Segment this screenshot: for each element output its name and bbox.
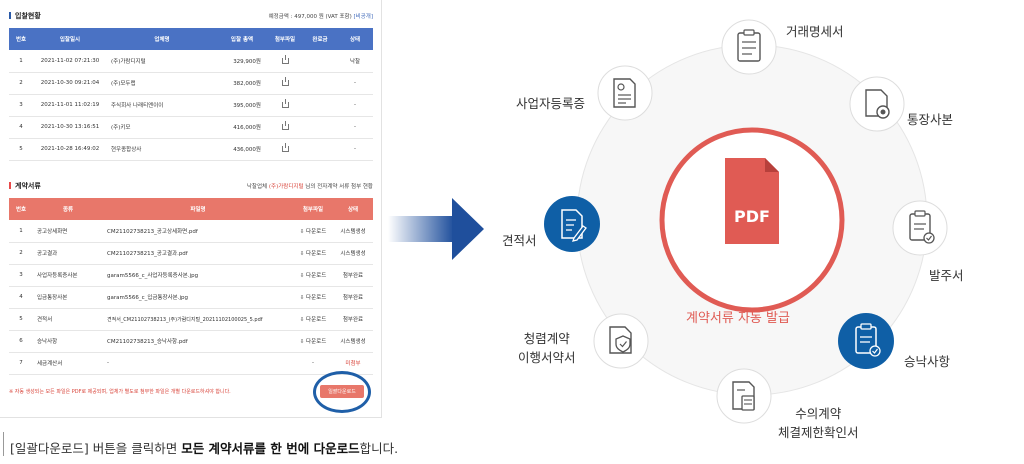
col-status: 상태 <box>333 198 373 220</box>
col-no: 번호 <box>9 198 33 220</box>
download-icon[interactable] <box>281 142 289 152</box>
svg-text:PDF: PDF <box>734 207 770 226</box>
footnote: ※ 자동 생성되는 모든 파일은 PDF로 제공되며, 업체가 별도로 첨부한 … <box>9 389 231 395</box>
table-row: 4 2021-10-30 13:16:51 (주)키모 416,000원 - <box>9 116 373 139</box>
col-no: 번호 <box>9 28 33 50</box>
download-icon[interactable] <box>281 76 289 86</box>
col-company: 업체명 <box>107 28 217 50</box>
table-row: 1 공고상세화면 CM21102738213_공고상세화면.pdf ⇩ 다운로드… <box>9 220 373 243</box>
bankbook-icon <box>849 76 905 132</box>
license-icon <box>597 65 653 121</box>
arrow-right-icon <box>388 198 484 260</box>
table-row: 6 승낙사항 CM21102738213_승낙사항.pdf ⇩ 다운로드 시스템… <box>9 330 373 353</box>
col-type: 종류 <box>33 198 103 220</box>
caption-divider <box>3 432 4 456</box>
highlight-circle <box>313 371 371 413</box>
bid-status-meta: 예정금액 : 497,000 원 (VAT 포함) [비공개] <box>268 14 373 20</box>
download-link[interactable]: ⇩ 다운로드 <box>293 220 333 243</box>
table-row: 3 사업자등록증사본 garam5566_c_사업자등록증사본.jpg ⇩ 다운… <box>9 264 373 287</box>
download-link[interactable]: ⇩ 다운로드 <box>293 264 333 287</box>
bid-status-section: 입찰현황 예정금액 : 497,000 원 (VAT 포함) [비공개] 번호 … <box>9 8 373 161</box>
node-label-approval: 승낙사항 <box>904 354 951 369</box>
shield-doc-icon <box>593 313 649 369</box>
col-status: 상태 <box>337 28 373 50</box>
table-row: 1 2021-11-02 07:21:30 (주)가람디지털 329,900원 … <box>9 50 373 73</box>
download-link[interactable]: ⇩ 다운로드 <box>293 308 333 331</box>
col-complete: 완료금 <box>303 28 337 50</box>
col-attach: 첨부파일 <box>293 198 333 220</box>
caption: [일괄다운로드] 버튼을 클릭하면 모든 계약서류를 한 번에 다운로드합니다. <box>10 441 399 456</box>
download-link[interactable]: ⇩ 다운로드 <box>293 330 333 353</box>
center-label: 계약서류 자동 발급 <box>686 311 790 326</box>
contract-docs-section: 계약서류 낙찰업체 (주)가람디지털 님의 전자계약 서류 첨부 현황 번호 종… <box>9 178 373 375</box>
table-row: 5 2021-10-28 16:49:02 현우종합상사 436,000원 - <box>9 138 373 161</box>
node-label-order: 발주서 <box>929 268 964 283</box>
download-icon[interactable]: ⇩ <box>299 273 305 279</box>
node-label-estimate: 견적서 <box>502 233 537 248</box>
node-label-statement: 거래명세서 <box>786 24 844 39</box>
download-icon[interactable]: ⇩ <box>299 295 305 301</box>
estimate-icon <box>544 196 600 252</box>
download-icon[interactable] <box>281 98 289 108</box>
pdf-icon: PDF <box>725 158 779 244</box>
screenshot-panel: 입찰현황 예정금액 : 497,000 원 (VAT 포함) [비공개] 번호 … <box>0 0 382 418</box>
table-row: 4 입금통장사본 garam5566_c_입금통장사본.jpg ⇩ 다운로드 첨… <box>9 286 373 309</box>
node-label-license: 사업자등록증 <box>516 96 586 111</box>
approval-icon <box>838 313 894 369</box>
download-icon[interactable]: ⇩ <box>299 339 305 345</box>
download-link[interactable]: ⇩ 다운로드 <box>293 286 333 309</box>
table-row: 7 세금계산서 - - 미첨부 <box>9 352 373 375</box>
calculator-doc-icon <box>716 368 772 424</box>
contract-docs-title: 계약서류 <box>9 181 41 191</box>
download-icon[interactable]: ⇩ <box>299 317 305 323</box>
col-amount: 입찰 총액 <box>217 28 267 50</box>
order-icon <box>892 200 948 256</box>
col-date: 입찰일시 <box>33 28 107 50</box>
download-icon[interactable] <box>281 54 289 64</box>
download-icon[interactable]: ⇩ <box>299 251 305 257</box>
contract-docs-meta: 낙찰업체 (주)가람디지털 님의 전자계약 서류 첨부 현황 <box>246 184 373 190</box>
download-icon[interactable] <box>281 120 289 130</box>
bid-status-title: 입찰현황 <box>9 11 41 21</box>
col-attach: 첨부파일 <box>267 28 303 50</box>
download-link[interactable]: ⇩ 다운로드 <box>293 242 333 265</box>
download-icon[interactable]: ⇩ <box>299 228 305 235</box>
table-row: 3 2021-11-01 11:02:19 주식회사 나래티엔이이 395,00… <box>9 94 373 117</box>
table-row: 5 견적서 견적서_CM21102738213_(주)가람디지털_2021110… <box>9 308 373 331</box>
document-diagram: PDF <box>480 0 1024 464</box>
node-label-bankbook: 통장사본 <box>907 112 954 127</box>
private-link[interactable]: [비공개] <box>353 14 373 20</box>
col-file: 파일명 <box>103 198 293 220</box>
contract-docs-table: 번호 종류 파일명 첨부파일 상태 1 공고상세화면 CM21102738213… <box>9 198 373 375</box>
table-row: 2 공고결과 CM21102738213_공고결과.pdf ⇩ 다운로드 시스템… <box>9 242 373 265</box>
bid-table: 번호 입찰일시 업체명 입찰 총액 첨부파일 완료금 상태 1 2021-11-… <box>9 28 373 161</box>
statement-icon <box>721 19 777 75</box>
table-row: 2 2021-10-30 09:21:04 (주)모두랩 382,000원 - <box>9 72 373 95</box>
